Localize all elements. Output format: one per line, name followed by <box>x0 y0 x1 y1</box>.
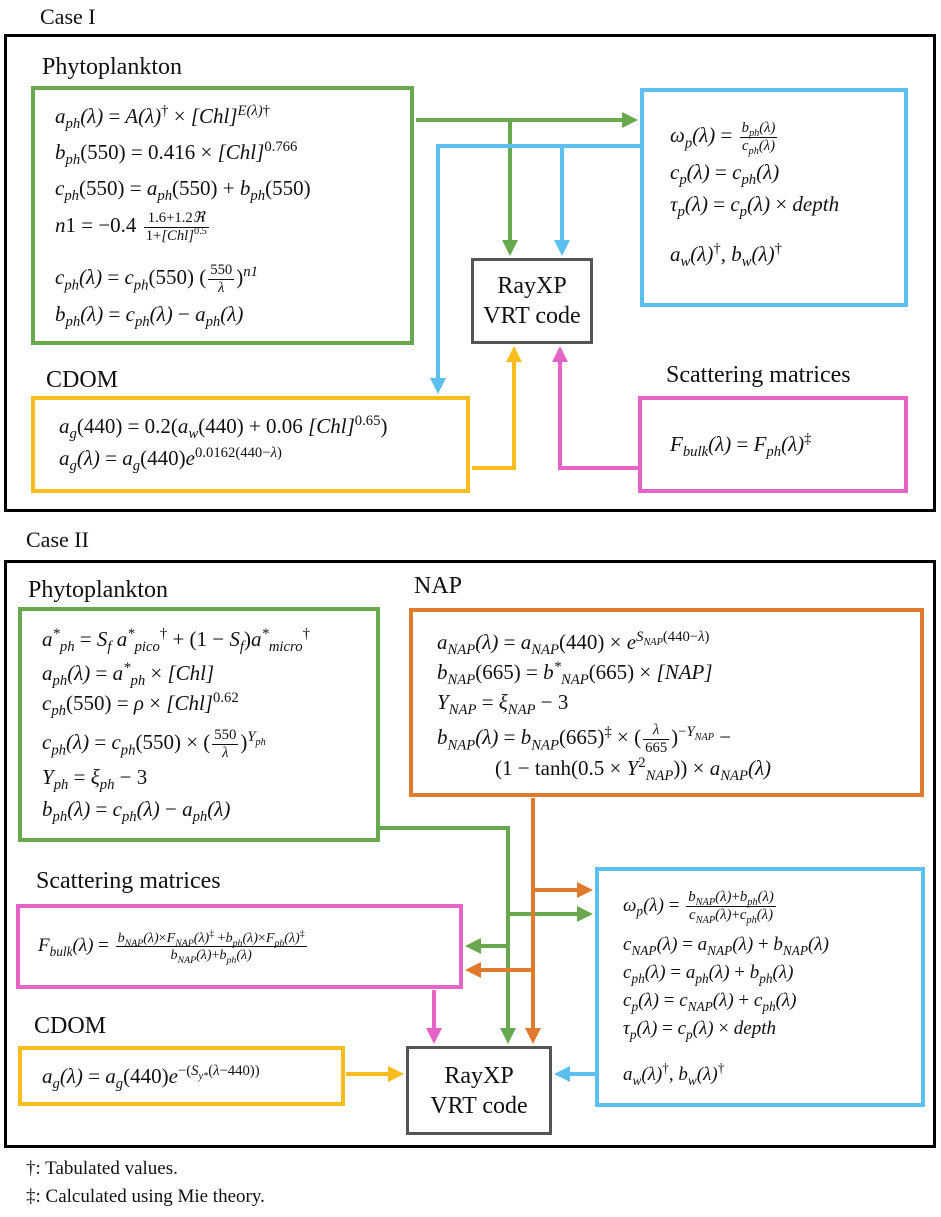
eq-aph: aph(λ) = A(λ)† × [Chl]E(λ)† <box>55 103 270 133</box>
case2-phytoplankton-title: Phytoplankton <box>28 577 169 603</box>
eq-cnap: cNAP(λ) = aNAP(λ) + bNAP(λ) <box>623 934 829 958</box>
eq-ag440: ag(440) = 0.2(aw(440) + 0.06 [Chl]0.65) <box>59 413 388 443</box>
case2-cdom-title: CDOM <box>34 1013 107 1039</box>
case1-optics-box: ωp(λ) = bph(λ)cph(λ) cp(λ) = cph(λ) τp(λ… <box>640 88 908 307</box>
eq-bph550: bph(550) = 0.416 × [Chl]0.766 <box>55 139 298 169</box>
eq-ynap: YNAP = ξNAP − 3 <box>437 690 569 719</box>
case1-blue-to-cdom-arrow <box>430 144 562 394</box>
case1-scattering-title: Scattering matrices <box>666 362 851 388</box>
case1-scattering-to-rayxp-arrow <box>552 346 638 470</box>
case2-scattering-title: Scattering matrices <box>36 868 221 894</box>
eq-taup: τp(λ) = cp(λ) × depth <box>670 192 840 221</box>
eq-water: aw(λ)†, bw(λ)† <box>670 241 782 271</box>
eq-omega-p-case2: ωp(λ) = bNAP(λ)+bph(λ)cNAP(λ)+cph(λ) <box>623 889 776 926</box>
eq-cp-case2: cp(λ) = cNAP(λ) + cph(λ) <box>623 990 797 1014</box>
eq-water-case2: aw(λ)†, bw(λ)† <box>623 1060 725 1088</box>
footnote-dagger: †: Tabulated values. <box>26 1158 178 1179</box>
case2-nap-title: NAP <box>414 573 463 599</box>
eq-cph550-case2: cph(550) = ρ × [Chl]0.62 <box>42 690 239 720</box>
case2-frame <box>4 560 936 1148</box>
case1-scattering-box: Fbulk(λ) = Fph(λ)‡ <box>638 396 908 493</box>
case2-cdom-box: ag(λ) = ag(440)e−(Sy*(λ−440)) <box>18 1046 345 1106</box>
eq-fbulk-case2: Fbulk(λ) = bNAP(λ)×FNAP(λ)‡ +bph(λ)×Fph(… <box>38 928 307 966</box>
case2-rayxp-line1: RayXP <box>444 1062 514 1089</box>
eq-bnap665: bNAP(665) = b*NAP(665) × [NAP] <box>437 659 713 689</box>
eq-ag-case2: ag(λ) = ag(440)e−(Sy*(λ−440)) <box>42 1063 260 1093</box>
case1-label: Case I <box>40 4 96 29</box>
case1-phytoplankton-box: aph(λ) = A(λ)† × [Chl]E(λ)† bph(550) = 0… <box>31 86 414 345</box>
eq-yph: Yph = ξph − 3 <box>42 765 148 794</box>
case2-green-to-rayxp-arrow <box>380 826 516 1044</box>
case1-phytoplankton-title: Phytoplankton <box>42 54 183 80</box>
case2-nap-box: aNAP(λ) = aNAP(440) × eSNAP(440−λ) bNAP(… <box>409 608 924 797</box>
eq-cp: cp(λ) = cph(λ) <box>670 160 780 189</box>
case2-phytoplankton-box: a*ph = Sf a*pico† + (1 − Sf)a*micro† aph… <box>18 607 380 842</box>
case2-rayxp-line2: VRT code <box>430 1092 528 1119</box>
case2-label: Case II <box>26 527 89 552</box>
eq-cph-case2-sum: cph(λ) = aph(λ) + bph(λ) <box>623 962 794 986</box>
case1-frame <box>4 34 936 512</box>
eq-taup-case2: τp(λ) = cp(λ) × depth <box>623 1018 776 1042</box>
eq-cph550: cph(550) = aph(550) + bph(550) <box>55 176 311 205</box>
case1-cdom-to-rayxp-arrow <box>472 346 522 470</box>
eq-fbulk-case1: Fbulk(λ) = Fph(λ)‡ <box>670 431 812 461</box>
footnote-ddagger: ‡: Calculated using Mie theory. <box>26 1186 265 1207</box>
case1-cdom-title: CDOM <box>46 367 119 393</box>
eq-aph-case2: aph(λ) = a*ph × [Chl] <box>42 660 215 690</box>
case1-rayxp-line1: RayXP <box>497 273 567 299</box>
case2-scattering-box: Fbulk(λ) = bNAP(λ)×FNAP(λ)‡ +bph(λ)×Fph(… <box>16 904 463 989</box>
case1-cdom-box: ag(440) = 0.2(aw(440) + 0.06 [Chl]0.65) … <box>31 396 470 493</box>
case2-rayxp-box: RayXP VRT code <box>406 1046 552 1135</box>
eq-aph-star: a*ph = Sf a*pico† + (1 − Sf)a*micro† <box>42 626 310 656</box>
eq-bph-lambda: bph(λ) = cph(λ) − aph(λ) <box>55 302 244 331</box>
case1-rayxp-line2: VRT code <box>483 303 581 329</box>
case2-optics-box: ωp(λ) = bNAP(λ)+bph(λ)cNAP(λ)+cph(λ) cNA… <box>595 867 925 1107</box>
eq-bph-case2: bph(λ) = cph(λ) − aph(λ) <box>42 797 231 826</box>
eq-omega-p: ωp(λ) = bph(λ)cph(λ) <box>670 120 778 157</box>
eq-ag-lambda: ag(λ) = ag(440)e0.0162(440−λ) <box>59 445 282 475</box>
eq-bnap-lambda-cont: (1 − tanh(0.5 × Y2NAP)) × aNAP(λ) <box>495 755 772 785</box>
case1-rayxp-box: RayXP VRT code <box>471 258 593 344</box>
case1-blue-to-rayxp-arrow <box>554 144 640 256</box>
eq-anap: aNAP(λ) = aNAP(440) × eSNAP(440−λ) <box>437 629 710 659</box>
